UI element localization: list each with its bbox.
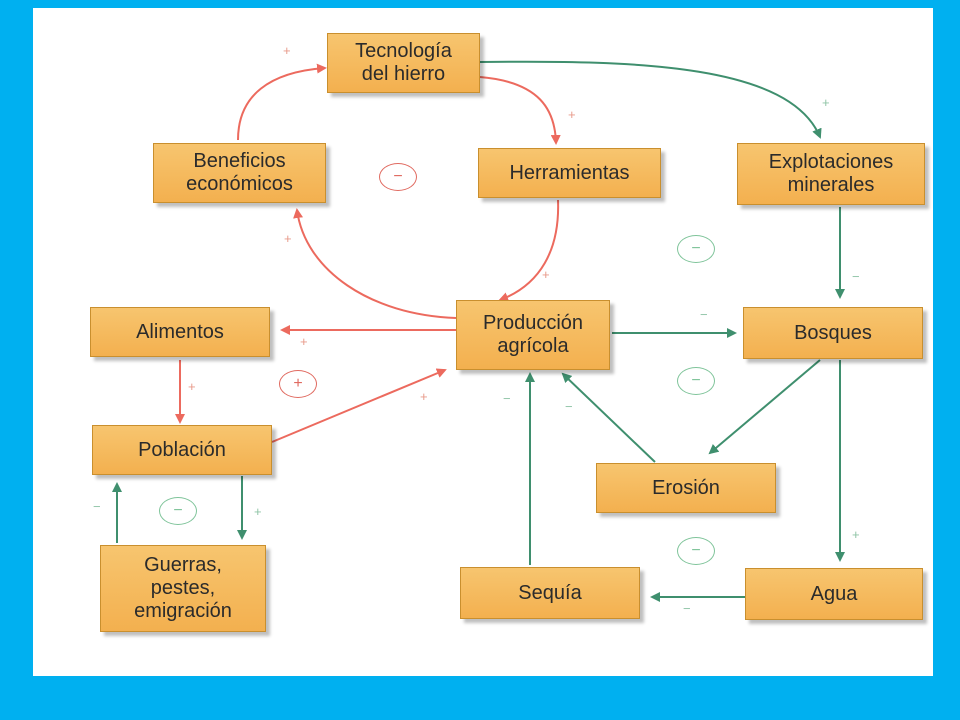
sign-guerras-poblacion: − (93, 499, 101, 514)
sign-bosques-agua: + (852, 527, 860, 542)
node-sequia: Sequía (460, 567, 640, 619)
loop-marker-mining: − (677, 235, 715, 263)
node-explotaciones-minerales: Explotaciones minerales (737, 143, 925, 205)
arrow-erosion-to-produccion (561, 372, 656, 463)
sign-produccion-beneficios: + (284, 231, 292, 246)
loop-marker-war: − (159, 497, 197, 525)
node-poblacion: Población (92, 425, 272, 475)
sign-tecnologia-explotaciones: + (822, 95, 830, 110)
node-alimentos: Alimentos (90, 307, 270, 357)
arrow-tecnologia-to-herramientas (479, 76, 561, 145)
arrow-tecnologia-to-explotaciones (479, 60, 822, 139)
loop-marker-forest: − (677, 367, 715, 395)
sign-produccion-alimentos: + (300, 334, 308, 349)
sign-explotaciones-bosques: − (852, 269, 860, 284)
node-erosion: Erosión (596, 463, 776, 513)
arrow-herramientas-to-produccion (498, 199, 560, 302)
loop-marker-water: − (677, 537, 715, 565)
node-herramientas: Herramientas (478, 148, 661, 198)
sign-beneficios-tecnologia: + (283, 43, 291, 58)
sign-produccion-bosques: − (700, 307, 708, 322)
node-beneficios-economicos: Beneficios económicos (153, 143, 326, 203)
sign-alimentos-poblacion: + (188, 379, 196, 394)
arrow-produccion-to-beneficios (293, 208, 457, 319)
arrow-beneficios-to-tecnologia (237, 63, 327, 141)
sign-poblacion-guerras: + (254, 504, 262, 519)
node-guerras-pestes-emigracion: Guerras, pestes, emigración (100, 545, 266, 632)
sign-sequia-produccion: − (503, 391, 511, 406)
arrow-bosques-to-erosion (708, 359, 821, 455)
node-produccion-agricola: Producción agrícola (456, 300, 610, 370)
sign-erosion-produccion: − (565, 399, 573, 414)
node-bosques: Bosques (743, 307, 923, 359)
node-agua: Agua (745, 568, 923, 620)
loop-marker-population: + (279, 370, 317, 398)
loop-marker-technology: − (379, 163, 417, 191)
arrow-poblacion-to-produccion (271, 368, 447, 443)
node-tecnologia-del-hierro: Tecnología del hierro (327, 33, 480, 93)
sign-herramientas-produccion: + (542, 267, 550, 282)
sign-agua-sequia: − (683, 601, 691, 616)
sign-tecnologia-herramientas: + (568, 107, 576, 122)
sign-poblacion-produccion: + (420, 389, 428, 404)
